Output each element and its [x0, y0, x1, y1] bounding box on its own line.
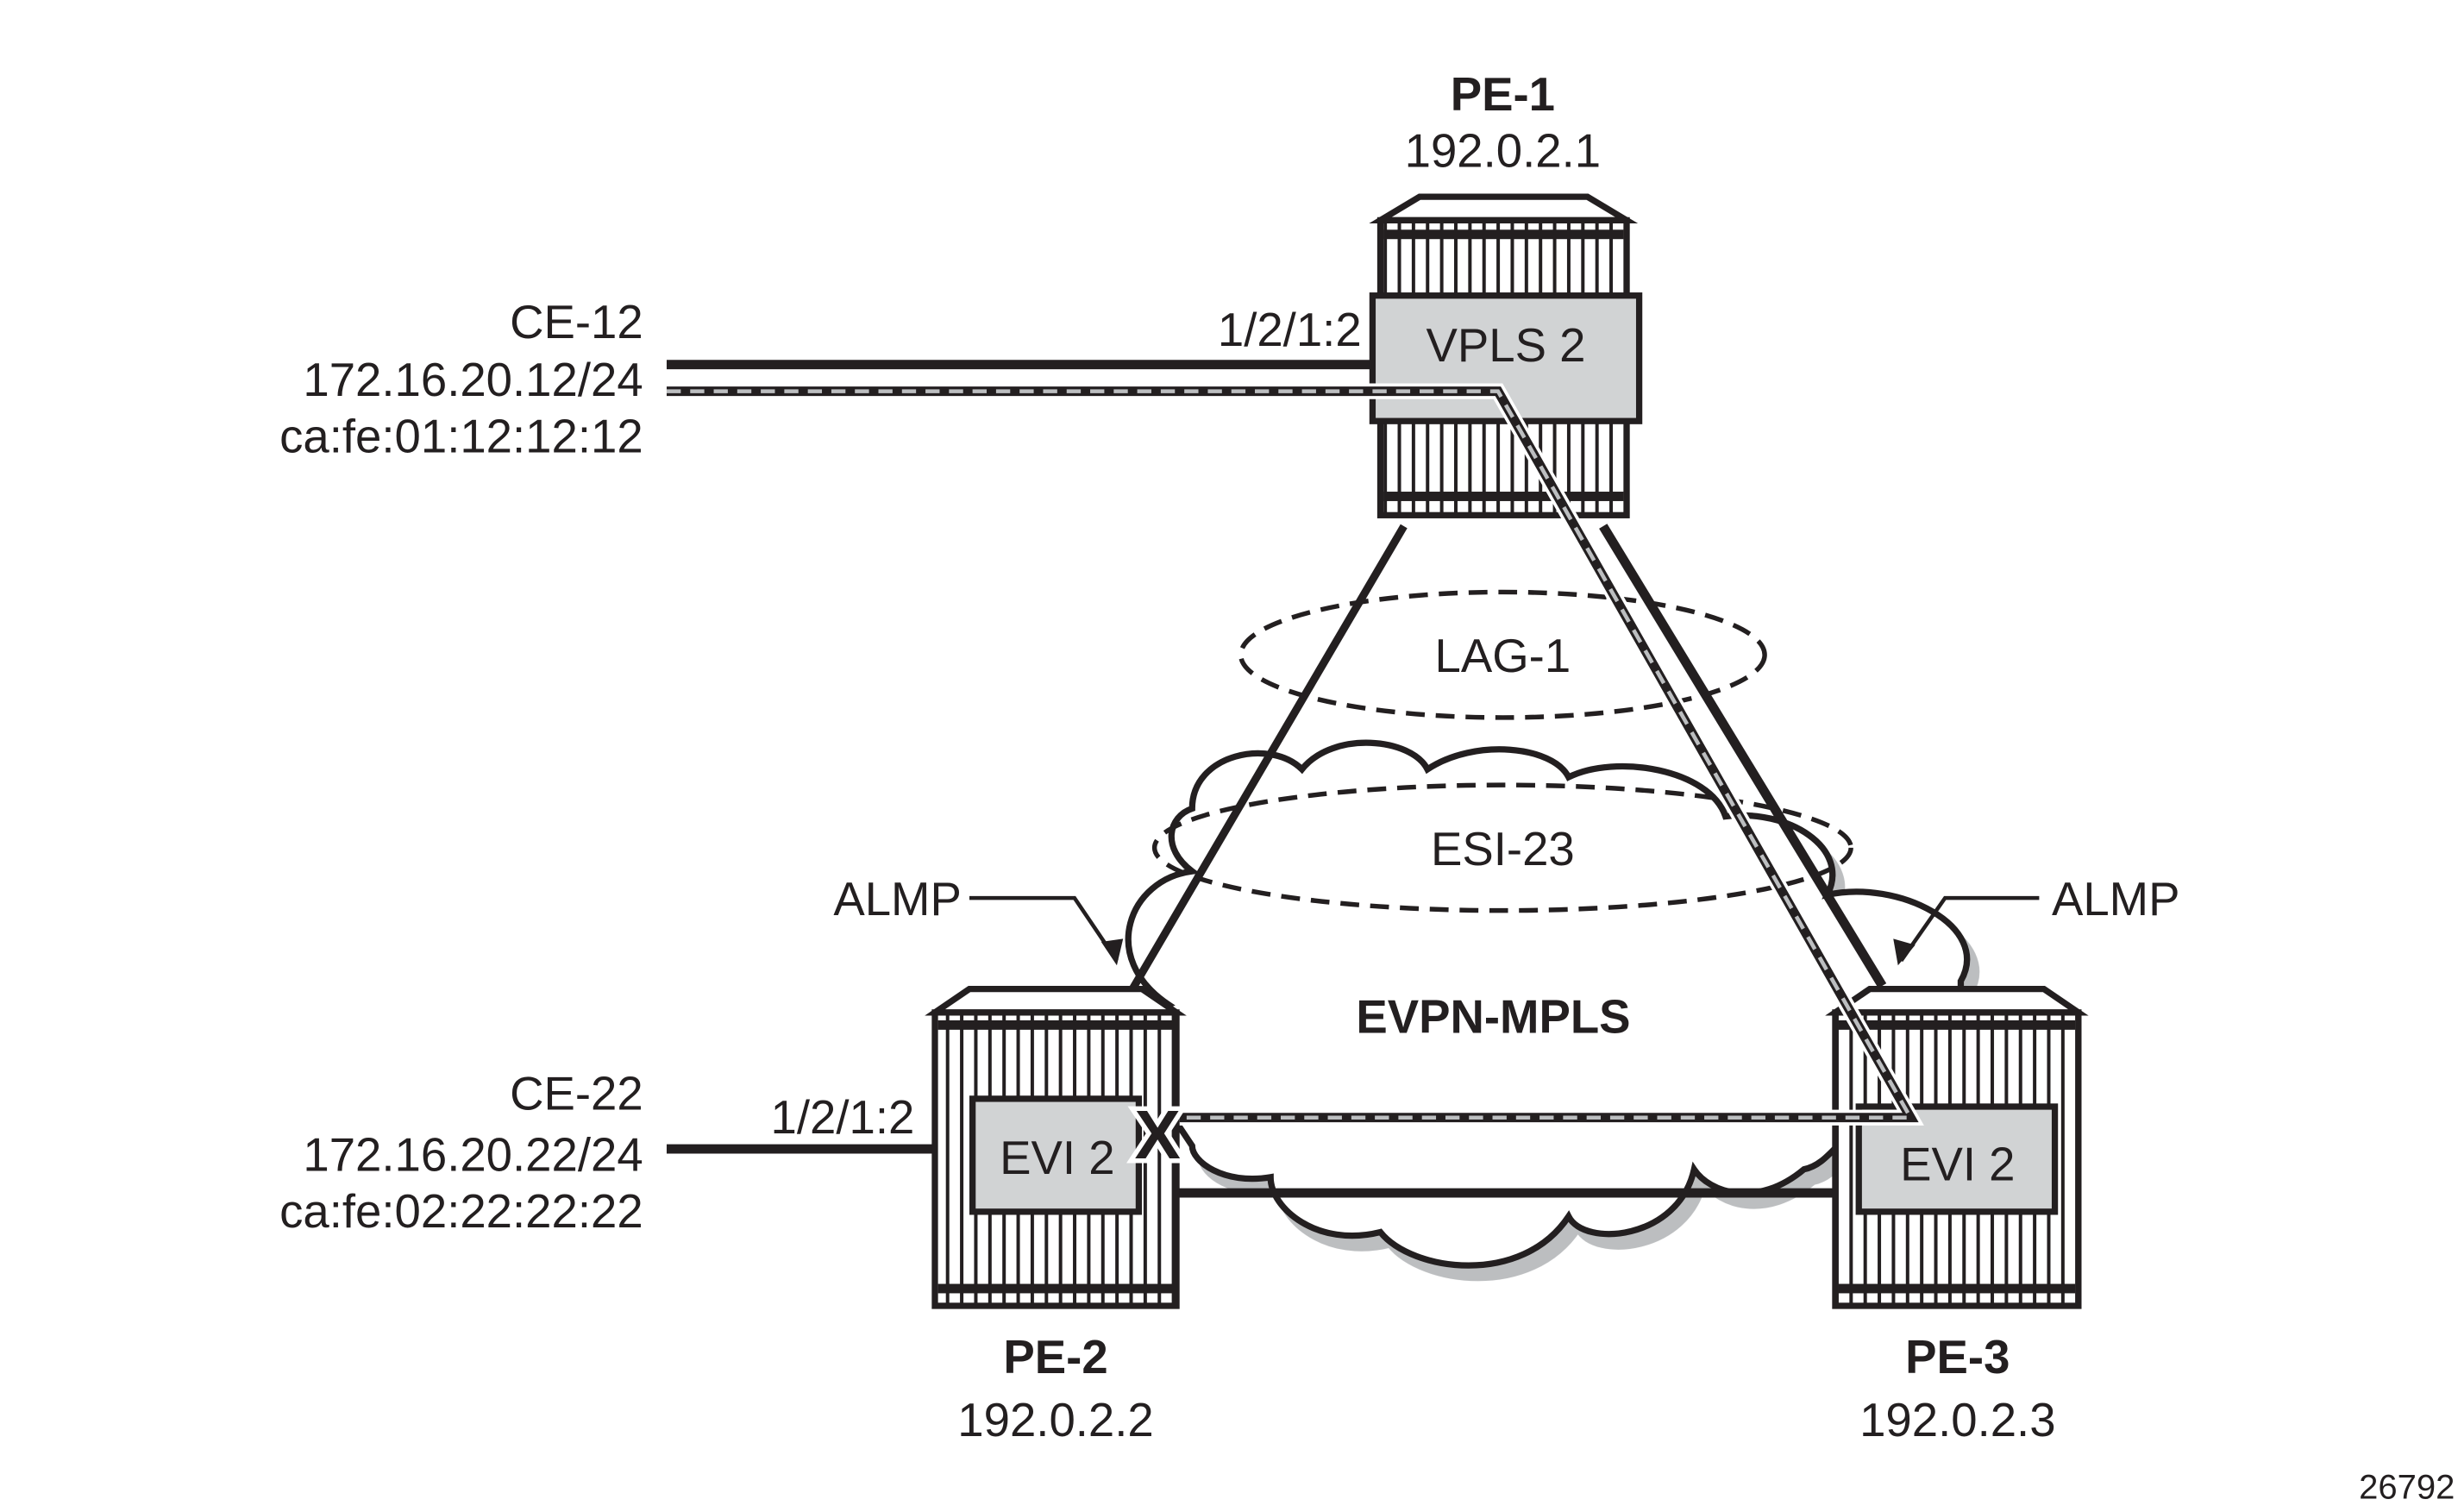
lag-label: LAG-1	[1435, 630, 1571, 682]
pe3-service-label: EVI 2	[1900, 1138, 2015, 1190]
ce22-mac: ca:fe:02:22:22:22	[279, 1185, 643, 1238]
traffic-path	[666, 383, 1924, 1126]
pe2-ip: 192.0.2.2	[957, 1394, 1153, 1446]
lag-1-ellipse	[1238, 589, 1767, 720]
pe2-service-label: EVI 2	[1000, 1132, 1114, 1184]
router-pe3[interactable]: EVI 2	[1825, 985, 2089, 1309]
pe1-ip: 192.0.2.1	[1405, 125, 1601, 178]
router-pe2[interactable]: EVI 2	[925, 985, 1187, 1309]
pe3-ip: 192.0.2.3	[1859, 1394, 2055, 1446]
cloud-label: EVPN-MPLS	[1356, 991, 1630, 1044]
esi-23-ellipse	[1151, 782, 1853, 913]
ce22-name: CE-22	[510, 1068, 643, 1120]
pe1-port: 1/2/1:2	[1218, 304, 1362, 356]
pe2-port: 1/2/1:2	[771, 1091, 915, 1144]
ce22-ip: 172.16.20.22/24	[303, 1129, 643, 1182]
ce12-mac: ca:fe:01:12:12:12	[279, 411, 643, 463]
pe2-name: PE-2	[1003, 1331, 1107, 1383]
almp-left-arrow	[969, 895, 1119, 963]
ce12-ip: 172.16.20.12/24	[303, 354, 643, 406]
almp-right-label: ALMP	[2052, 873, 2180, 925]
esi-label: ESI-23	[1431, 823, 1575, 875]
pe3-name: PE-3	[1905, 1331, 2010, 1383]
pe1-service-label: VPLS 2	[1427, 319, 1586, 372]
almp-left-label: ALMP	[833, 873, 962, 925]
pe1-name: PE-1	[1451, 68, 1555, 121]
failure-mark: X	[1135, 1096, 1181, 1173]
almp-right-arrow	[1899, 895, 2040, 963]
ce12-name: CE-12	[510, 296, 643, 348]
router-pe1[interactable]: VPLS 2	[1369, 193, 1643, 518]
figure-id: 26792	[2359, 1469, 2455, 1507]
